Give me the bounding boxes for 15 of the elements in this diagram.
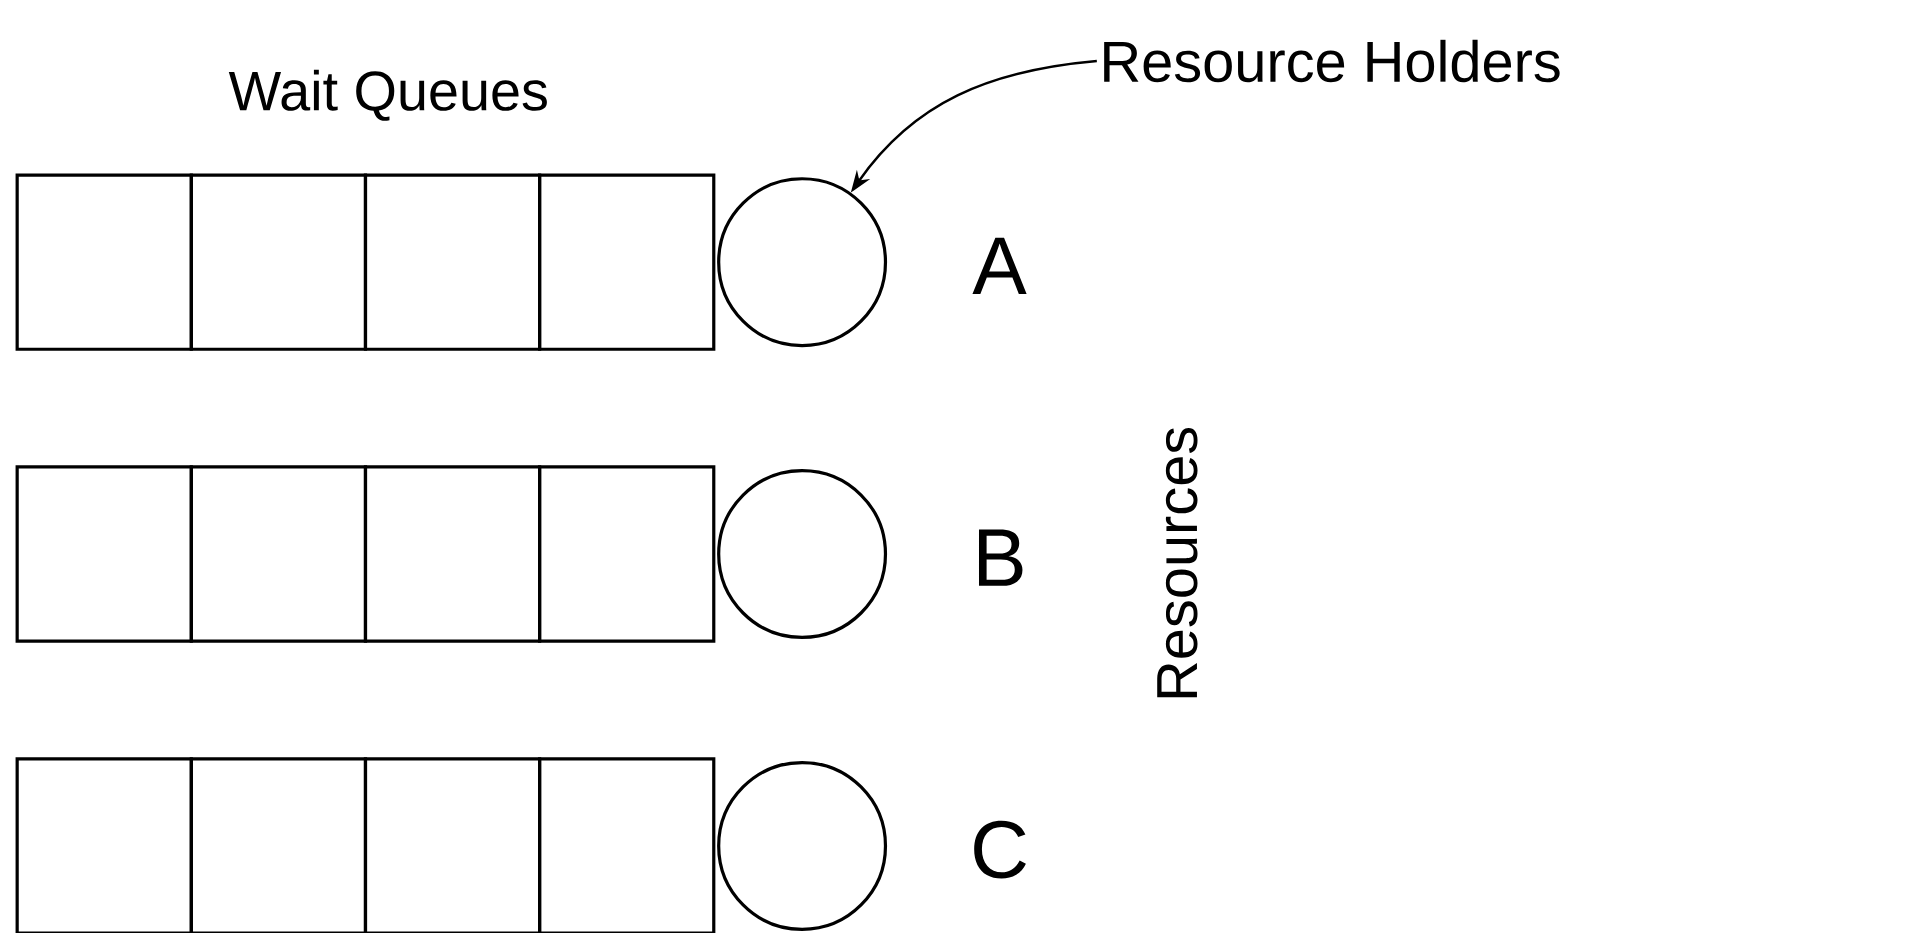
holder-circle bbox=[717, 177, 888, 348]
queue-slot bbox=[538, 465, 716, 643]
holder-circle bbox=[717, 760, 888, 931]
queue-slot bbox=[15, 465, 193, 643]
queue-slot bbox=[15, 757, 193, 933]
holder-circle bbox=[717, 469, 888, 640]
queue-slot bbox=[15, 173, 193, 351]
label-text: Resource Holders bbox=[1104, 39, 1560, 83]
queue-slot bbox=[538, 173, 716, 351]
queue-slot bbox=[538, 757, 716, 933]
resource-letter: B bbox=[979, 529, 1023, 586]
resource-letter: C bbox=[974, 820, 1026, 879]
heading-text: Resources bbox=[1157, 427, 1198, 698]
heading-text: Wait Queues bbox=[228, 69, 547, 121]
resource-letter: A bbox=[972, 237, 1027, 294]
